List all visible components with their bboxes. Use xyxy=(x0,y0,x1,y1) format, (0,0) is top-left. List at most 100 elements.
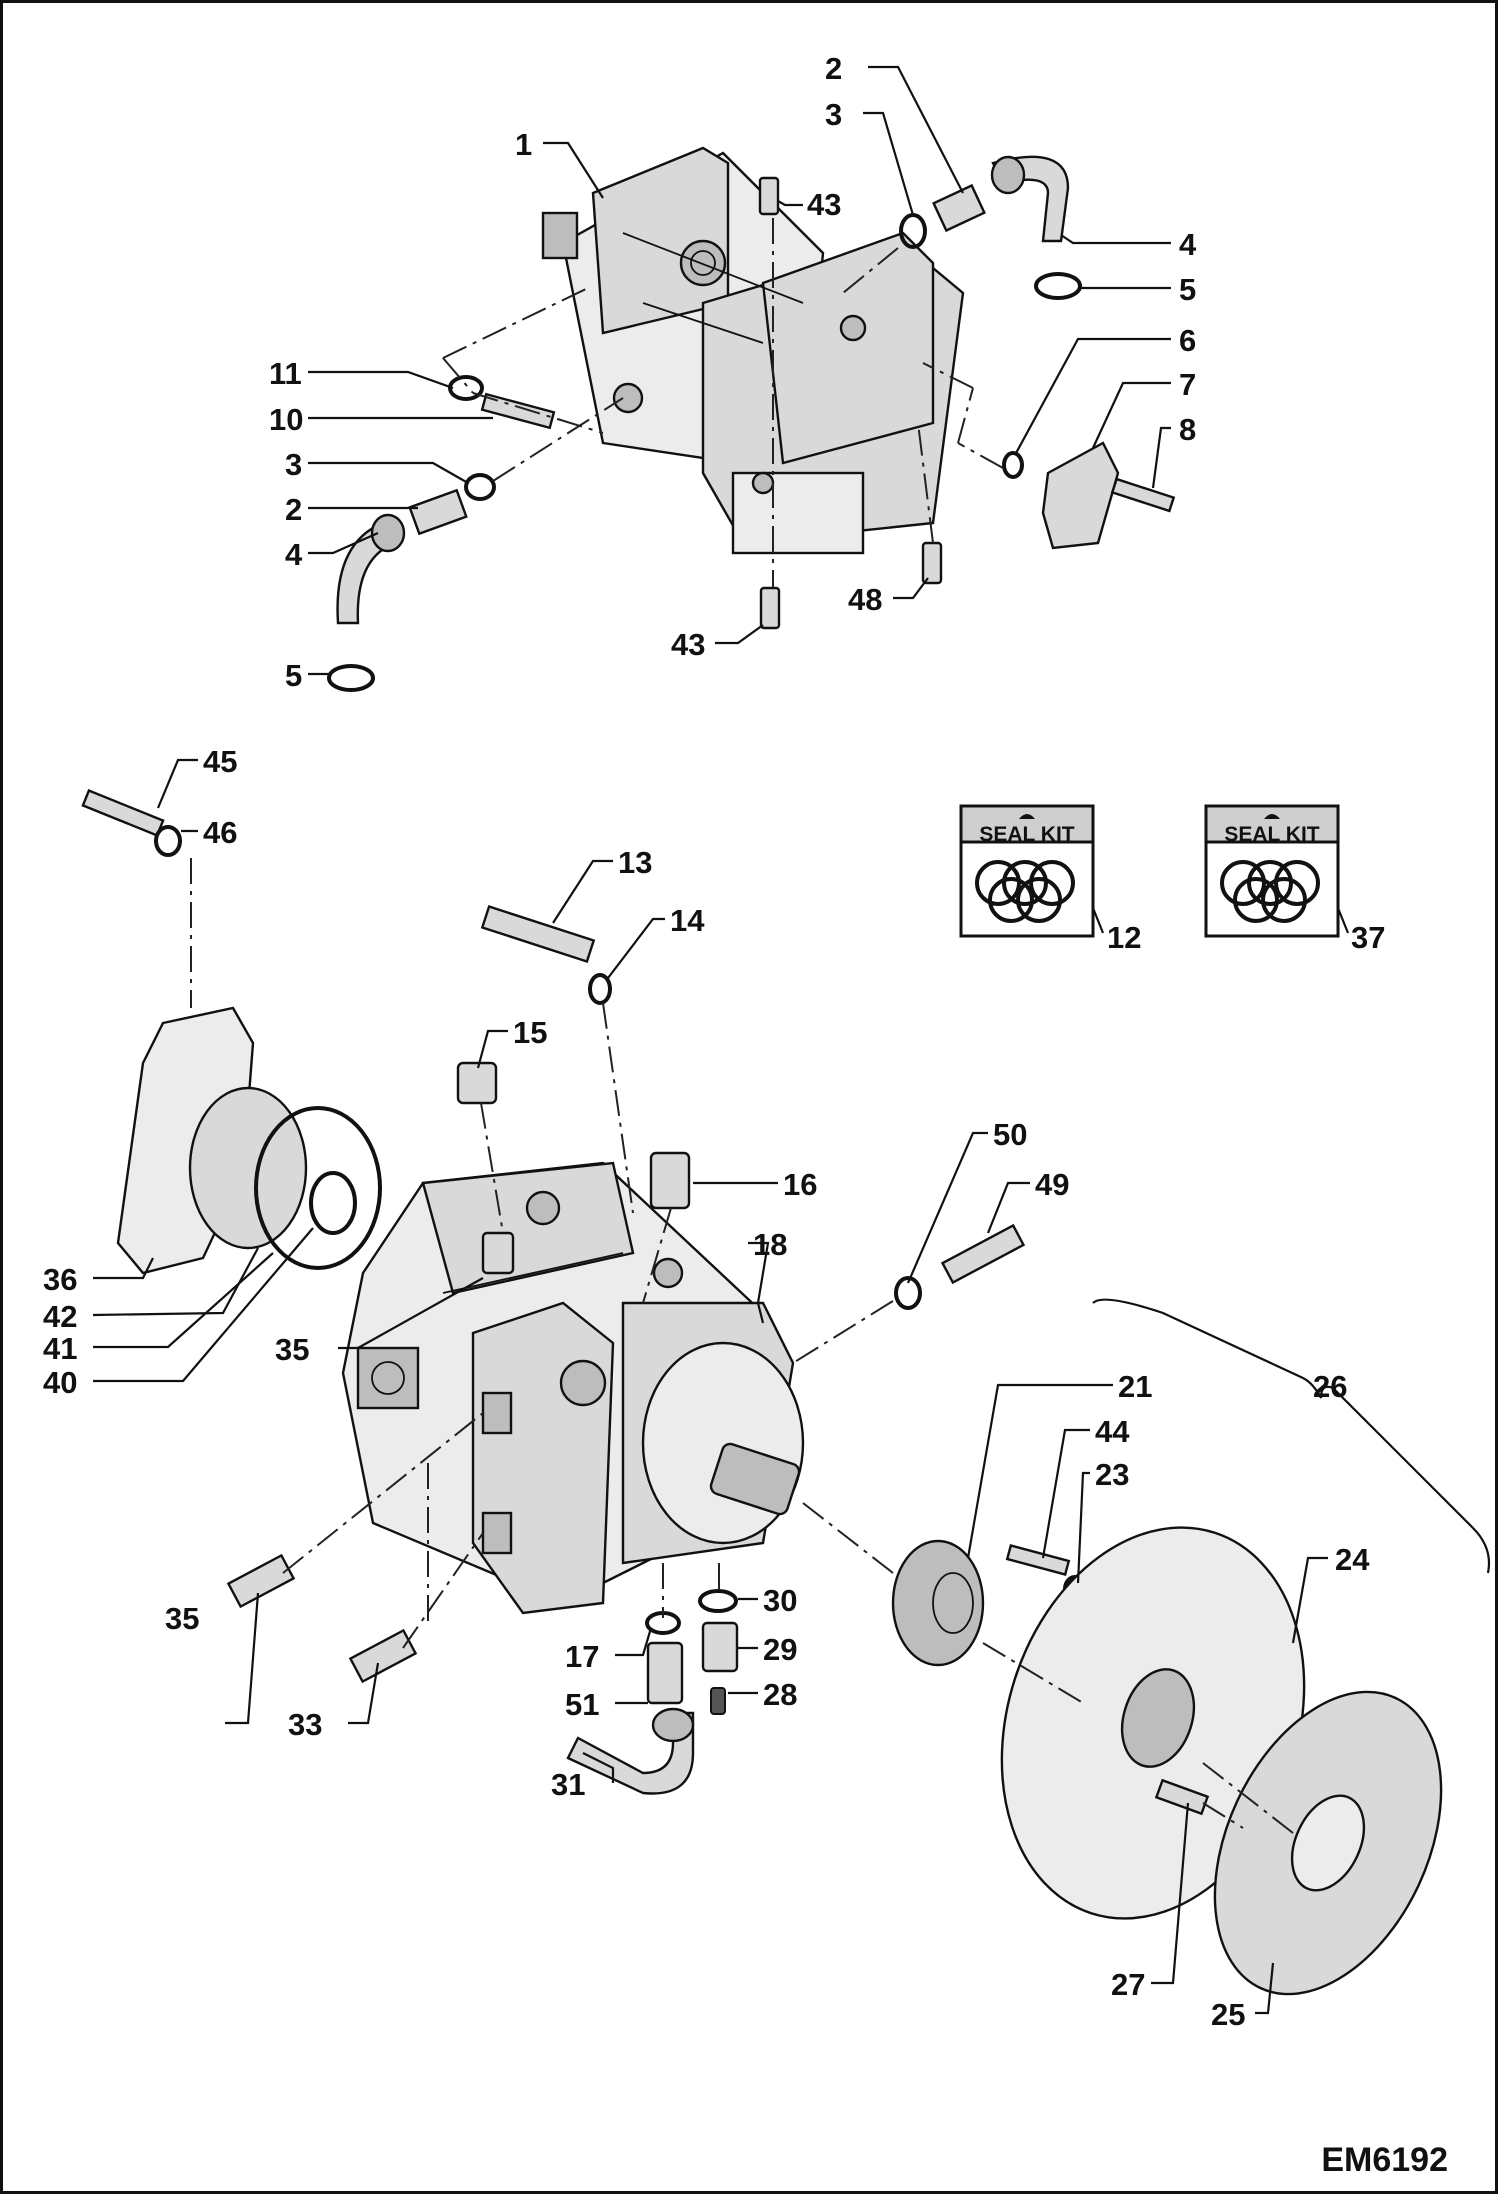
motor-side-port xyxy=(612,382,644,414)
coupling-gear-bore xyxy=(932,1572,974,1634)
seal-kit-37-title: SEAL KIT xyxy=(1224,823,1319,846)
fitting-43-bottom xyxy=(759,586,781,630)
hose-clamp-5-top xyxy=(1034,272,1082,300)
adapter-2-top xyxy=(932,183,986,233)
washer-30 xyxy=(698,1589,738,1613)
washer-50 xyxy=(894,1276,922,1310)
pump-drive-shaft xyxy=(709,1442,801,1516)
callout-4-top: 4 xyxy=(1179,227,1197,262)
fitting-16 xyxy=(649,1151,691,1210)
callout-36: 36 xyxy=(43,1262,77,1297)
bolt-45 xyxy=(81,789,165,837)
callout-13: 13 xyxy=(618,845,652,880)
callout-12: 12 xyxy=(1107,920,1141,955)
motor-assembly xyxy=(541,146,965,555)
callout-49: 49 xyxy=(1035,1167,1069,1202)
pump-top-cover xyxy=(421,1161,635,1295)
callout-leaders xyxy=(92,65,1328,2015)
pump-valve-block xyxy=(471,1301,615,1615)
callout-18: 18 xyxy=(753,1227,787,1262)
seal-kit-37-header xyxy=(1204,804,1340,844)
callout-6: 6 xyxy=(1179,323,1196,358)
drive-plate-hub-spline xyxy=(1120,1668,1196,1768)
fitting-43-top xyxy=(758,176,780,216)
plug-28 xyxy=(710,1687,726,1715)
fitting-35-top xyxy=(481,1231,515,1275)
callout-30: 30 xyxy=(763,1583,797,1618)
callout-29: 29 xyxy=(763,1632,797,1667)
motor-flange xyxy=(591,146,730,335)
hose-nut-4-left xyxy=(370,513,406,553)
exploded-view-drawing: SEAL KIT SEAL KIT xyxy=(43,51,1491,2179)
callout-labels: 1 2 3 43 4 5 6 7 8 11 10 3 2 4 5 48 43 4… xyxy=(43,51,1385,2032)
callout-27: 27 xyxy=(1111,1967,1145,2002)
damper-disc-hub xyxy=(1290,1794,1366,1892)
callout-24: 24 xyxy=(1335,1542,1370,1577)
callout-46: 46 xyxy=(203,815,237,850)
callout-26: 26 xyxy=(1313,1369,1347,1404)
callout-50: 50 xyxy=(993,1117,1027,1152)
callout-10: 10 xyxy=(269,402,303,437)
callout-45: 45 xyxy=(203,744,237,779)
pump-top-boss xyxy=(559,1359,607,1407)
callout-15: 15 xyxy=(513,1015,547,1050)
callout-35-bottom: 35 xyxy=(165,1601,199,1636)
pump-solenoid-1 xyxy=(481,1391,513,1435)
callout-7: 7 xyxy=(1179,367,1196,402)
washer-11 xyxy=(448,375,484,401)
pump-fittings xyxy=(81,789,1443,1996)
adapter-2-left xyxy=(408,488,468,536)
fitting-51 xyxy=(646,1641,684,1705)
pump-side-port xyxy=(356,1346,420,1410)
drawing-code: EM6192 xyxy=(1321,2141,1448,2179)
callout-3-left: 3 xyxy=(285,447,302,482)
fitting-35-bottom xyxy=(226,1553,296,1609)
motor-housing-rib xyxy=(642,302,764,344)
upper-alignment-lines xyxy=(442,218,1004,588)
hose-nut-4-top xyxy=(990,155,1026,195)
callout-40: 40 xyxy=(43,1365,77,1400)
cover-boss-36 xyxy=(188,1086,308,1250)
callout-51: 51 xyxy=(565,1687,599,1722)
motor-port-b xyxy=(751,471,775,495)
seal-kit-37-tab-icon xyxy=(1264,814,1280,819)
pump-solenoid-2 xyxy=(481,1511,513,1555)
o-ring-6 xyxy=(1002,451,1024,479)
callout-14: 14 xyxy=(670,903,705,938)
callout-43-top: 43 xyxy=(807,187,841,222)
callout-16: 16 xyxy=(783,1167,817,1202)
motor-center-boss xyxy=(679,239,727,287)
motor-center-bore xyxy=(690,250,716,276)
callout-28: 28 xyxy=(763,1677,797,1712)
bolt-13 xyxy=(480,905,596,963)
callout-48: 48 xyxy=(848,582,882,617)
seal-kit-37: SEAL KIT xyxy=(1204,804,1340,938)
fitting-49 xyxy=(940,1223,1026,1285)
callout-33: 33 xyxy=(288,1707,322,1742)
bolt-27 xyxy=(1154,1778,1210,1816)
bracket-26 xyxy=(1092,1298,1491,1574)
callout-41: 41 xyxy=(43,1331,77,1366)
coupling-gear-21 xyxy=(891,1539,985,1667)
seal-washer-3-left xyxy=(464,473,496,501)
pump-cover-edge xyxy=(442,1252,624,1294)
lower-alignment-lines xyxy=(190,858,1294,1834)
seal-kit-12: SEAL KIT xyxy=(959,804,1095,938)
bolt-8 xyxy=(1110,477,1176,513)
o-ring-41 xyxy=(254,1106,382,1270)
seal-kit-12-title: SEAL KIT xyxy=(979,823,1074,846)
callout-3-top: 3 xyxy=(825,97,842,132)
bolt-10 xyxy=(480,392,556,430)
motor-shaft-spline xyxy=(541,211,579,260)
motor-housing-edge xyxy=(622,232,804,304)
fitting-48 xyxy=(921,541,943,585)
bolt-44 xyxy=(1005,1544,1071,1576)
callout-23: 23 xyxy=(1095,1457,1129,1492)
callout-5-top: 5 xyxy=(1179,272,1196,307)
callout-25: 25 xyxy=(1211,1997,1245,2032)
seal-kit-12-tab-icon xyxy=(1019,814,1035,819)
motor-end-cap xyxy=(731,471,865,555)
callout-1: 1 xyxy=(515,127,532,162)
callout-11: 11 xyxy=(269,356,302,391)
